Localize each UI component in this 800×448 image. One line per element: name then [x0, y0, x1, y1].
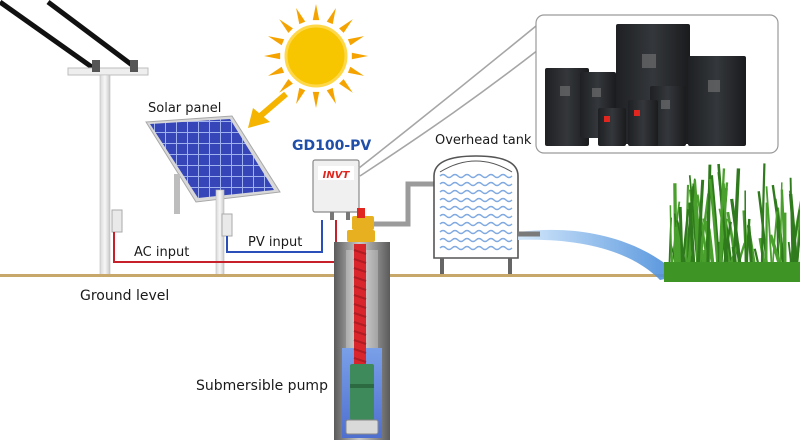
tank-wave — [439, 221, 513, 227]
ac-input-label: AC input — [134, 245, 189, 260]
grass-base — [664, 262, 800, 282]
sun-ray — [296, 7, 306, 25]
controller-brand-logo: INVT — [323, 170, 351, 181]
tank-wave — [439, 197, 513, 203]
ground-level-label: Ground level — [80, 288, 169, 304]
sun-icon — [264, 4, 368, 108]
sun-ray — [312, 91, 320, 108]
sun-ray — [312, 4, 320, 21]
sunlight-arrow — [248, 91, 288, 128]
pipe-rung — [353, 303, 367, 309]
tank-wave — [439, 181, 513, 187]
controller-icon: INVT — [312, 159, 360, 220]
sun-ray — [296, 87, 306, 105]
pipe-rung — [353, 267, 367, 273]
tank-wave — [439, 205, 513, 211]
tank-icon — [433, 155, 519, 274]
pipe-rung — [353, 285, 367, 291]
tank-wave — [439, 237, 513, 243]
overhead-tank-label: Overhead tank — [435, 133, 532, 148]
water-stream — [518, 229, 680, 280]
ac-input-wire — [113, 220, 337, 263]
sun-ray — [279, 19, 293, 33]
sun-ray — [267, 66, 285, 76]
pipe-rung — [353, 357, 367, 363]
pipe-rung — [353, 276, 367, 282]
sun-ray — [326, 7, 336, 25]
pipe-rung — [353, 321, 367, 327]
sun-ray — [264, 52, 281, 60]
utility-pole-icon — [67, 60, 149, 276]
sun-ray — [351, 52, 368, 60]
delivery-pipe — [347, 181, 434, 242]
tank-wave — [439, 189, 513, 195]
sun-ray — [339, 19, 353, 33]
vfd-product-icon — [535, 14, 779, 154]
pipe-rung — [353, 312, 367, 318]
tank-wave — [439, 173, 513, 179]
product-leader-lines — [358, 25, 539, 177]
tank-wave — [439, 229, 513, 235]
solar-panel-icon — [145, 115, 281, 277]
pipe-rung — [353, 348, 367, 354]
pipe-rung — [353, 249, 367, 255]
ground-line — [0, 274, 800, 277]
sun-ray — [279, 79, 293, 93]
grass-icon — [664, 163, 800, 282]
solar-panel-label: Solar panel — [148, 101, 221, 116]
tank-wave — [439, 213, 513, 219]
pipe-rung — [353, 294, 367, 300]
sun-ray — [339, 79, 353, 93]
pv-input-wire — [226, 220, 323, 253]
sun-ray — [347, 36, 365, 46]
pipe-rung — [353, 258, 367, 264]
utility-wires — [0, 0, 138, 73]
sun-ray — [267, 36, 285, 46]
sun-ray — [326, 87, 336, 105]
submersible-pump-label: Submersible pump — [196, 378, 328, 394]
tank-wave — [439, 245, 513, 251]
pipe-rung — [353, 330, 367, 336]
controller-model-label: GD100-PV — [292, 138, 371, 154]
pipe-rung — [353, 339, 367, 345]
pv-input-label: PV input — [248, 235, 302, 250]
well-casing — [334, 242, 390, 440]
sun-ray — [347, 66, 365, 76]
pump-icon — [345, 364, 379, 435]
